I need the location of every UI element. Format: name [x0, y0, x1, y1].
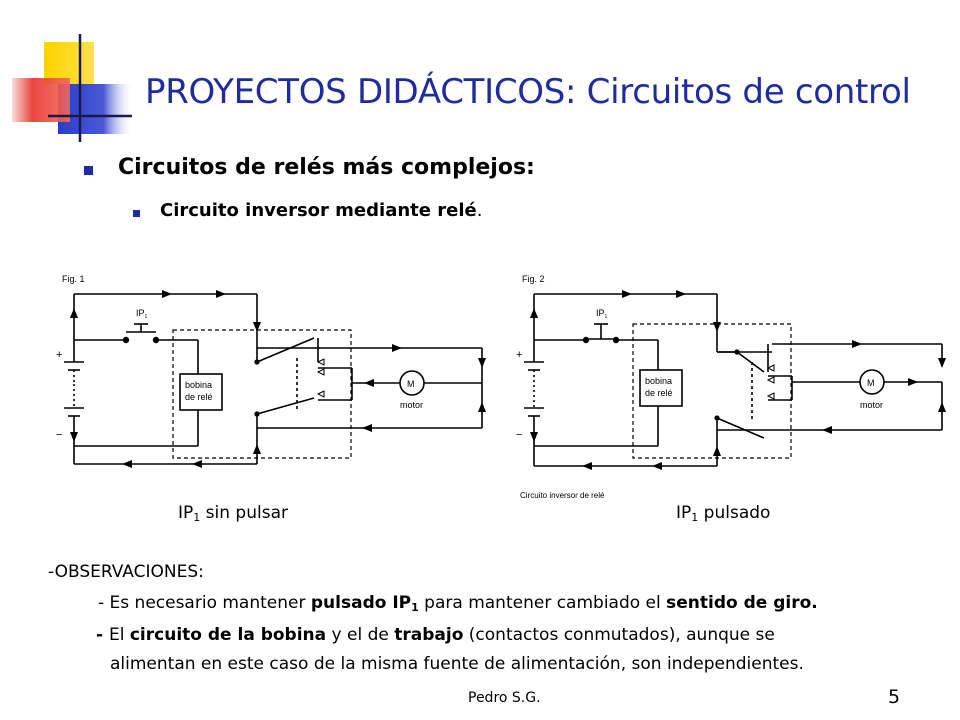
observation-line-1: - Es necesario mantener pulsado IP1 para…: [98, 593, 818, 614]
observation-line-2: - El circuito de la bobina y el de traba…: [96, 625, 775, 645]
fig2-minus: −: [516, 429, 522, 441]
bullet-square: [84, 166, 93, 175]
fig1-coil-label-1: bobina: [185, 380, 212, 390]
observation-line-3: alimentan en este caso de la misma fuent…: [110, 654, 804, 674]
fig1-plus: +: [56, 349, 62, 361]
section-heading: Circuitos de relés más complejos:: [118, 155, 535, 180]
fig2-coil-label-2: de relé: [645, 388, 673, 398]
page-number: 5: [888, 686, 901, 708]
subheading-text: Circuito inversor mediante relé: [160, 200, 477, 221]
fig2-plus: +: [516, 349, 522, 361]
fig2-label: Fig. 2: [522, 274, 545, 284]
decorative-corner-squares: [12, 34, 134, 142]
observations-heading: -OBSERVACIONES:: [48, 562, 204, 582]
circuit-diagram-fig2: Fig. 2 IP1 + − bobina de relé M motor Ci…: [516, 274, 946, 500]
fig1-label: Fig. 1: [62, 274, 85, 284]
fig2-motor-symbol: M: [867, 378, 875, 388]
fig1-motor-label: motor: [400, 400, 423, 410]
circuit-diagram-fig1: Fig. 1 IP1 + − bobina de relé M motor: [56, 274, 486, 468]
fig1-caption: IP1 sin pulsar: [178, 503, 288, 524]
fig2-motor-label: motor: [860, 400, 883, 410]
fig1-motor-symbol: M: [407, 379, 415, 389]
fig2-bottom-caption: Circuito inversor de relé: [520, 491, 605, 500]
fig2-caption: IP1 pulsado: [676, 503, 771, 524]
bullet-square: [133, 210, 140, 217]
fig1-coil-label-2: de relé: [185, 392, 213, 402]
fig1-switch-label: IP1: [136, 308, 148, 320]
footer-author: Pedro S.G.: [468, 690, 541, 706]
slide-title: PROYECTOS DIDÁCTICOS: Circuitos de contr…: [145, 72, 911, 112]
fig2-switch-label: IP1: [596, 308, 608, 320]
fig1-minus: −: [56, 429, 62, 441]
section-subheading: Circuito inversor mediante relé.: [160, 200, 482, 221]
fig2-coil-label-1: bobina: [645, 376, 672, 386]
subheading-period: .: [476, 200, 483, 221]
